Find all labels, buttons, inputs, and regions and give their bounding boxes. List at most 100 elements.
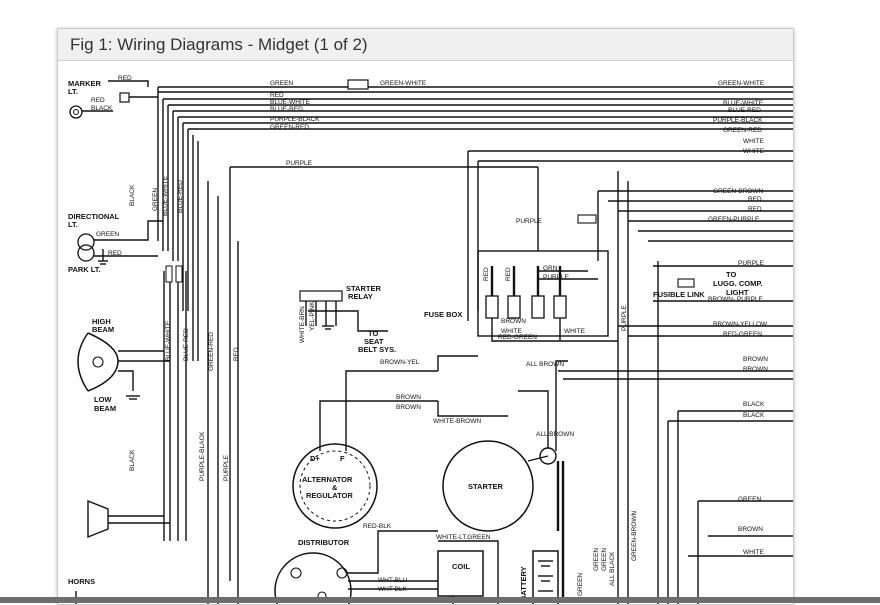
wire-label-green-top: GREEN	[270, 80, 293, 87]
wire-label-brown-alt2: BROWN	[396, 404, 421, 411]
wire-label-red-marker-2: RED	[91, 97, 105, 104]
wire-label-white-ltgreen: WHITE-LT.GREEN	[436, 534, 491, 541]
top-harness-wires	[158, 79, 793, 581]
horns-label: HORNS	[68, 577, 95, 586]
wire-label-white-fuse: WHITE	[501, 328, 523, 335]
coil-label: COIL	[452, 562, 470, 571]
wire-label-red-marker: RED	[118, 75, 132, 82]
wire-label-purple-black-r: PURPLE-BLACK	[713, 117, 763, 124]
wire-label-wht-blu: WHT-BLU	[378, 577, 408, 584]
wire-label-white-r3: WHITE	[743, 549, 765, 556]
wire-label-red-blk: RED-BLK	[363, 523, 392, 530]
wire-label-brown-r2: BROWN	[743, 366, 768, 373]
wire-label-red-fv2: RED	[505, 267, 512, 281]
wire-label-black-r: BLACK	[743, 401, 765, 408]
lugg-comp-label-3: LIGHT	[726, 288, 749, 297]
wire-label-green-brown-v: GREEN-BROWN	[631, 511, 638, 562]
wire-label-white-r2: WHITE	[743, 148, 765, 155]
wire-label-blue-white-v: BLUE-WHITE	[162, 175, 169, 216]
alternator-label-3: REGULATOR	[306, 491, 353, 500]
fuse-box	[477, 250, 618, 342]
low-beam-label-2: BEAM	[94, 404, 116, 413]
wire-label-red-r2: RED	[748, 206, 762, 213]
lugg-comp-label: TO	[726, 270, 736, 279]
wire-label-purple-black-top: PURPLE-BLACK	[270, 116, 320, 123]
marker-label-2: LT.	[68, 87, 78, 96]
starter-relay-label: STARTER	[346, 284, 381, 293]
wire-label-purple-top: PURPLE	[286, 160, 313, 167]
wire-label-blue-white-v2: BLUE-WHITE	[165, 320, 172, 361]
wire-label-green-bat2: GREEN	[601, 548, 608, 571]
fuse-box-label: FUSE BOX	[424, 310, 462, 319]
wire-label-green-r: GREEN	[738, 496, 761, 503]
wire-label-blue-red-r: BLUE-RED	[728, 107, 761, 114]
wire-label-black-r2: BLACK	[743, 412, 765, 419]
low-beam-label: LOW	[94, 395, 112, 404]
wire-label-purple-r: PURPLE	[738, 260, 765, 267]
wire-label-white-brown: WHITE-BROWN	[433, 418, 481, 425]
wire-label-brown-yel: BROWN-YEL	[380, 359, 420, 366]
wire-label-green-dir: GREEN	[96, 231, 119, 238]
wire-label-brown-purple-r: BROWN- PURPLE	[708, 296, 764, 303]
wire-label-red-top: RED	[270, 92, 284, 99]
alternator-label: ALTERNATOR	[302, 475, 353, 484]
left-harness	[157, 87, 239, 604]
wire-label-blue-red-v2: BLUE-RED	[183, 328, 190, 361]
wire-label-white-fuse-2: WHITE	[564, 328, 586, 335]
wire-label-blue-red-top: BLUE-RED	[270, 106, 303, 113]
directional-label: DIRECTIONAL	[68, 212, 120, 221]
seat-belt-label: TO	[368, 329, 378, 338]
wire-label-green-v: GREEN	[152, 188, 159, 211]
wire-label-blue-white-top: BLUE-WHITE	[270, 99, 311, 106]
fusible-link-label: FUSIBLE LINK	[653, 290, 705, 299]
wire-label-purple-fuse: PURPLE	[543, 274, 570, 281]
headlight	[77, 332, 170, 400]
wire-label-red-green-mid: RED-GREEN	[498, 334, 537, 341]
wire-label-black-marker: BLACK	[91, 105, 113, 112]
marker-label: MARKER	[68, 79, 101, 88]
right-harness	[467, 151, 793, 604]
alternator-f-terminal: F	[340, 454, 345, 463]
wire-label-green-bat3: GREEN	[577, 573, 584, 596]
wiring-diagram: MARKER LT. RED RED BLACK DIRECTIONAL LT.…	[68, 75, 793, 604]
bottom-scrollbar[interactable]	[0, 597, 880, 603]
wire-label-green-red-r: GREEN-RED	[723, 127, 762, 134]
wire-label-green-purple-r: GREEN-PURPLE	[708, 216, 760, 223]
battery	[532, 550, 559, 604]
wire-label-green-red-v: GREEN-RED	[208, 332, 215, 371]
wire-label-green-white-top: GREEN-WHITE	[380, 80, 427, 87]
wire-label-white-r: WHITE	[743, 138, 765, 145]
diagram-card: Fig 1: Wiring Diagrams - Midget (1 of 2)	[57, 28, 794, 605]
wire-label-green-red-top: GREEN-RED	[270, 124, 309, 131]
wire-label-green-white-r: GREEN-WHITE	[718, 80, 765, 87]
starter-label: STARTER	[468, 482, 503, 491]
distributor-label: DISTRIBUTOR	[298, 538, 350, 547]
wire-label-red-fv: RED	[483, 267, 490, 281]
starter-motor	[442, 360, 568, 601]
distributor	[274, 530, 438, 604]
alternator-d-plus: D+	[310, 454, 320, 463]
directional-label-2: LT.	[68, 220, 78, 229]
wire-label-brown-r: BROWN	[743, 356, 768, 363]
starter-relay	[299, 290, 388, 332]
high-beam-label-2: BEAM	[92, 325, 114, 334]
wire-label-wht-blk: WHT-BLK	[378, 586, 408, 593]
wire-label-white-brn: WHITE-BRN	[299, 306, 306, 343]
wire-label-purple-black-v: PURPLE-BLACK	[199, 431, 206, 481]
ignition-coil	[437, 540, 499, 604]
wire-label-brown-alt: BROWN	[396, 394, 421, 401]
wire-label-red-v: RED	[233, 347, 240, 361]
alternator-label-2: &	[332, 483, 338, 492]
alternator-regulator	[292, 355, 508, 529]
marker-light	[69, 80, 158, 119]
wire-label-brown-r3: BROWN	[738, 526, 763, 533]
wire-label-purple-v: PURPLE	[223, 454, 230, 481]
directional-light	[77, 220, 163, 265]
starter-relay-label-2: RELAY	[348, 292, 373, 301]
wire-label-red-dir: RED	[108, 250, 122, 257]
wire-label-purple-fusetop: PURPLE	[516, 218, 543, 225]
park-light-label: PARK LT.	[68, 265, 101, 274]
lugg-comp-label-2: LUGG. COMP.	[713, 279, 762, 288]
wire-label-green-bat: GREEN	[593, 548, 600, 571]
wire-label-brown-yellow-r: BROWN-YELLOW	[713, 321, 768, 328]
